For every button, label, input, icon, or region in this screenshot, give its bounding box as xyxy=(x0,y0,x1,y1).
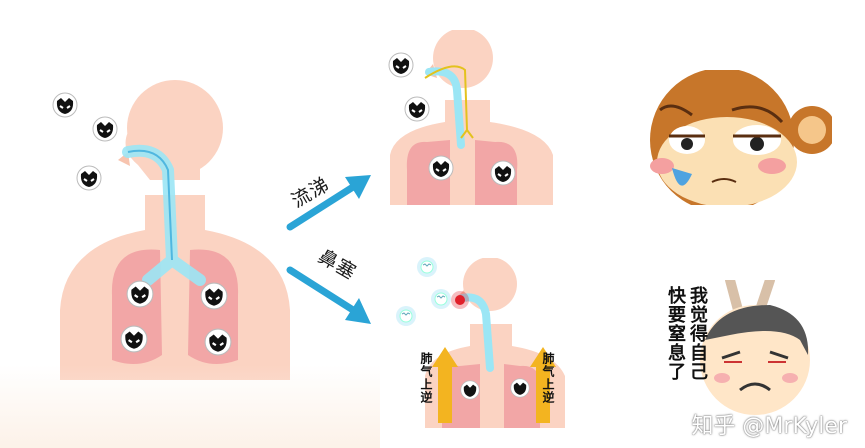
blocked-virus-icon xyxy=(430,288,452,310)
arrow-to-runny-nose xyxy=(285,165,375,235)
virus-icon xyxy=(490,160,516,186)
monkey-cartoon-image xyxy=(632,70,832,205)
bottom-fade xyxy=(0,365,380,448)
suffocating-cartoon-image: 我觉得自己 快要窒息了 xyxy=(660,280,810,420)
virus-icon xyxy=(460,380,480,400)
virus-icon xyxy=(120,325,148,353)
virus-icon xyxy=(52,92,78,118)
virus-icon xyxy=(126,280,154,308)
virus-icon xyxy=(200,282,228,310)
side-arrow-left xyxy=(430,345,460,425)
cartoon-caption-col2: 快要窒息了 xyxy=(665,286,686,381)
cough-label-right: 肺气上逆 xyxy=(541,352,555,404)
watermark-text: 知乎 @MrKyler xyxy=(691,414,847,439)
blocked-virus-icon xyxy=(416,256,438,278)
virus-icon xyxy=(388,52,414,78)
cough-label-left: 肺气上逆 xyxy=(419,352,433,404)
main-body-diagram xyxy=(50,80,300,380)
virus-icon xyxy=(92,116,118,142)
stuffy-nose-diagram xyxy=(420,258,570,428)
virus-icon xyxy=(76,165,102,191)
cartoon-caption-col1: 我觉得自己 xyxy=(687,286,708,381)
virus-icon xyxy=(204,328,232,356)
side-arrow-right xyxy=(528,345,558,425)
virus-icon xyxy=(428,155,454,181)
blocked-virus-icon xyxy=(395,305,417,327)
arrow-to-stuffy-nose xyxy=(285,262,375,332)
virus-icon xyxy=(510,378,530,398)
virus-icon xyxy=(404,96,430,122)
